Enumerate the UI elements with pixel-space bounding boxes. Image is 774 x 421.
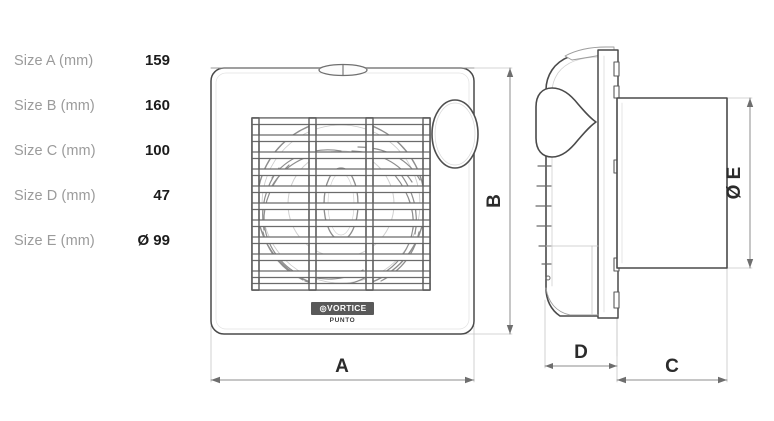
dimension-d bbox=[544, 363, 618, 369]
side-switch-knob bbox=[535, 87, 597, 158]
table-row: Size C (mm) 100 bbox=[14, 128, 184, 173]
dimension-label-c: C bbox=[665, 356, 679, 377]
dimension-label-a: A bbox=[335, 356, 349, 377]
side-screw-dot bbox=[545, 275, 551, 281]
spec-label-d: Size D (mm) bbox=[14, 187, 96, 204]
table-row: Size D (mm) 47 bbox=[14, 173, 184, 218]
table-row: Size E (mm) Ø 99 bbox=[14, 218, 184, 263]
side-view bbox=[535, 46, 728, 319]
size-spec-table: Size A (mm) 159 Size B (mm) 160 Size C (… bbox=[14, 38, 184, 263]
switch-oval bbox=[431, 99, 479, 169]
spec-value-b: 160 bbox=[144, 97, 170, 114]
front-view bbox=[210, 63, 479, 335]
spec-value-a: 159 bbox=[144, 52, 170, 69]
dimension-label-b: B bbox=[484, 194, 505, 208]
dimension-e bbox=[746, 97, 754, 269]
grille bbox=[251, 117, 431, 291]
dimension-label-e: Ø E bbox=[724, 167, 745, 200]
spec-label-a: Size A (mm) bbox=[14, 52, 94, 69]
spec-label-b: Size B (mm) bbox=[14, 97, 95, 114]
spec-label-e: Size E (mm) bbox=[14, 232, 95, 249]
spec-value-e: Ø 99 bbox=[137, 232, 170, 249]
duct-outline bbox=[616, 97, 728, 269]
dimension-c bbox=[616, 376, 728, 384]
vortice-logo-badge: ◎ VORTICE bbox=[311, 302, 374, 315]
dimension-a bbox=[210, 376, 475, 384]
top-cap-detail bbox=[210, 63, 475, 77]
spec-label-c: Size C (mm) bbox=[14, 142, 96, 159]
spec-value-c: 100 bbox=[144, 142, 170, 159]
vortice-v-mark-icon: ◎ bbox=[319, 304, 327, 313]
table-row: Size B (mm) 160 bbox=[14, 83, 184, 128]
dimension-b bbox=[506, 67, 514, 335]
side-bottom-curve bbox=[545, 287, 599, 316]
vortice-brand-text: VORTICE bbox=[326, 303, 367, 313]
punto-model-text: PUNTO bbox=[329, 317, 356, 324]
dimension-label-d: D bbox=[574, 342, 588, 363]
spec-value-d: 47 bbox=[153, 187, 170, 204]
table-row: Size A (mm) 159 bbox=[14, 38, 184, 83]
